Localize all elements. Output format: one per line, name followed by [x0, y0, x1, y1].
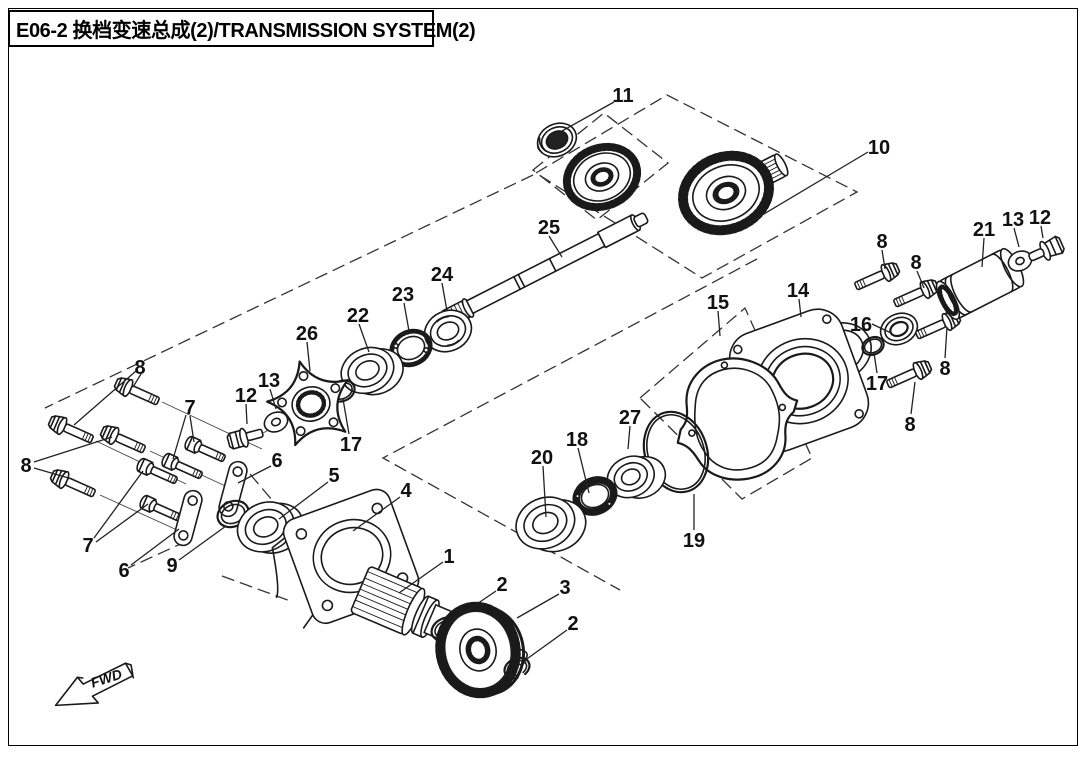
part-bevel-pinion	[562, 142, 642, 212]
part-12-bolt-left	[226, 427, 264, 450]
callout-8: 8	[904, 414, 915, 436]
callout-22: 22	[347, 305, 369, 327]
callout-11: 11	[612, 85, 633, 107]
part-16-seal	[879, 312, 919, 346]
part-7-bolt	[137, 493, 183, 525]
callout-labels: 11 10 25 24 23 22 26 13 12 17 8 7 8 7 6 …	[20, 85, 1051, 635]
callout-23: 23	[392, 284, 414, 306]
callout-19: 19	[683, 530, 705, 552]
part-20-bearing	[515, 496, 587, 553]
callout-12: 12	[1029, 207, 1051, 229]
page-title: E06-2 换档变速总成(2)/TRANSMISSION SYSTEM(2)	[16, 20, 476, 42]
callout-17: 17	[866, 373, 888, 395]
part-8-bolt	[47, 465, 99, 503]
part-26-flange	[266, 360, 349, 447]
callout-27: 27	[619, 407, 641, 429]
callout-8: 8	[134, 357, 145, 379]
callout-7: 7	[82, 535, 93, 557]
callout-17: 17	[340, 434, 362, 456]
callout-10: 10	[868, 137, 890, 159]
part-27-bearing	[606, 455, 667, 499]
part-8-bolt	[45, 411, 97, 449]
part-11-nut	[536, 122, 578, 158]
part-17-oring-right	[861, 335, 885, 357]
callout-8: 8	[910, 252, 921, 274]
callout-12: 12	[235, 385, 257, 407]
part-12-bolt-right	[1028, 235, 1065, 262]
callout-24: 24	[431, 264, 454, 286]
callout-5: 5	[328, 465, 339, 487]
callout-4: 4	[400, 480, 412, 502]
callout-9: 9	[166, 555, 177, 577]
part-8-bolt	[851, 258, 903, 296]
callout-16: 16	[850, 314, 872, 336]
callout-13: 13	[1002, 209, 1024, 231]
callout-8: 8	[20, 455, 31, 477]
callout-18: 18	[566, 429, 588, 451]
page-border	[8, 8, 1078, 746]
part-8-bolt	[890, 275, 942, 313]
callout-21: 21	[973, 219, 995, 241]
callout-13: 13	[258, 370, 280, 392]
leader-lines	[33, 101, 1044, 662]
callout-2: 2	[567, 613, 578, 635]
callout-6: 6	[118, 560, 129, 582]
part-2-snap-ring	[503, 656, 531, 680]
title-box: E06-2 换档变速总成(2)/TRANSMISSION SYSTEM(2)	[8, 10, 476, 47]
callout-8: 8	[876, 231, 887, 253]
callout-6: 6	[271, 450, 282, 472]
callout-1: 1	[443, 546, 454, 568]
callout-15: 15	[707, 292, 729, 314]
part-10-bevel-gear-shaft	[678, 150, 789, 236]
part-8-bolt	[97, 421, 149, 459]
callout-26: 26	[296, 323, 318, 345]
part-8-bolt	[883, 356, 935, 394]
callout-25: 25	[538, 217, 560, 239]
callout-20: 20	[531, 447, 553, 469]
callout-8: 8	[939, 358, 950, 380]
part-7-bolt	[182, 434, 228, 466]
part-22-seal-bearing	[340, 346, 404, 396]
callout-7: 7	[184, 397, 195, 419]
part-13-washer-left	[263, 411, 289, 433]
fwd-arrow: FWD	[54, 662, 135, 707]
callout-2: 2	[496, 574, 507, 596]
part-3-spur-gear	[435, 601, 526, 699]
part-24-bearing	[423, 309, 473, 353]
callout-14: 14	[787, 280, 810, 302]
callout-3: 3	[559, 577, 570, 599]
